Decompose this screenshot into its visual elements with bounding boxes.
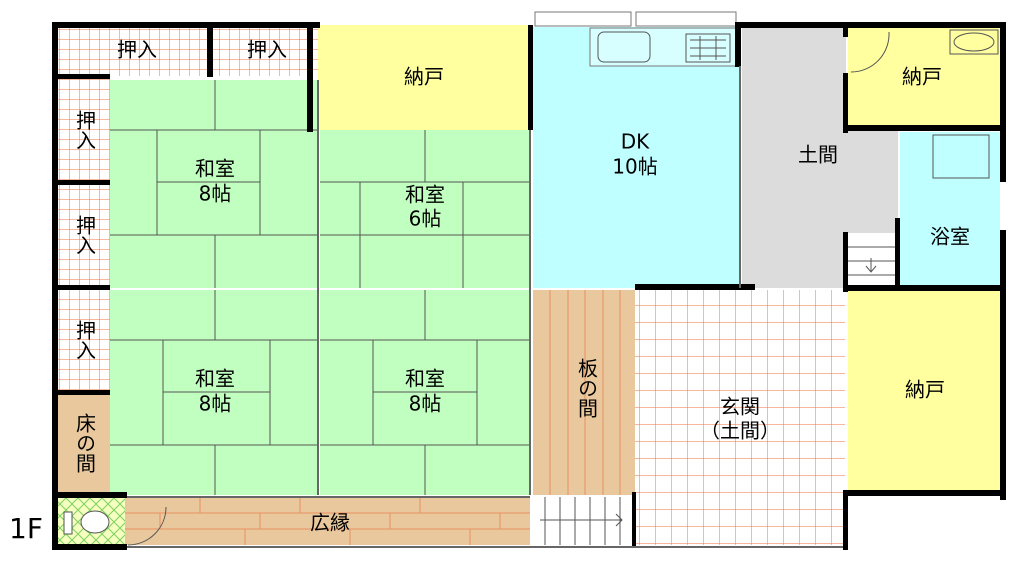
veranda-corridor xyxy=(125,497,530,546)
wooden-floor-room xyxy=(533,290,635,495)
label-genkan: 玄関 xyxy=(720,395,760,419)
label-storage-ne: 納戸 xyxy=(902,65,942,89)
label-washitsu-ne: 和室 xyxy=(405,183,445,207)
toilet-icon xyxy=(80,510,110,534)
label-closet-top-2: 押入 xyxy=(247,38,287,62)
label-itanoma: 板の間 xyxy=(575,358,599,418)
closet-top-1 xyxy=(57,25,215,76)
label-washitsu-ne-size: 6帖 xyxy=(409,207,442,231)
label-closet-left-2: 押入 xyxy=(73,215,97,255)
label-washitsu-sw-size: 8帖 xyxy=(199,392,232,416)
label-washitsu-se-size: 8帖 xyxy=(409,392,442,416)
dining-kitchen xyxy=(533,11,740,288)
label-bathroom: 浴室 xyxy=(930,225,970,249)
closet-left-1 xyxy=(57,76,110,182)
stairs-lower xyxy=(530,497,635,545)
label-tokonoma: 床の間 xyxy=(73,413,97,473)
earth-floor-area xyxy=(742,27,898,288)
closet-left-3 xyxy=(57,288,110,393)
tokonoma-area xyxy=(57,393,110,495)
label-washitsu-se: 和室 xyxy=(405,367,445,391)
stove-icon xyxy=(685,33,731,63)
label-storage-top: 納戸 xyxy=(404,65,444,89)
label-closet-left-3: 押入 xyxy=(73,320,97,360)
room-labels: 押入 押入 納戸 押入 押入 押入 床の間 和室 8帖 和室 6帖 和室 8帖 … xyxy=(9,38,970,546)
tatami-room-se xyxy=(320,290,530,495)
tatami-room-nw xyxy=(110,80,318,288)
label-closet-left-1: 押入 xyxy=(73,110,97,150)
storage-top xyxy=(318,25,530,130)
label-washitsu-sw: 和室 xyxy=(195,367,235,391)
label-storage-se: 納戸 xyxy=(905,378,945,402)
label-hiroen: 広縁 xyxy=(310,511,350,535)
bathtub-icon xyxy=(932,134,990,179)
label-doma: 土間 xyxy=(798,143,838,167)
bathroom-area xyxy=(900,132,1000,285)
label-genkan-sub: （土間） xyxy=(700,419,780,443)
walls xyxy=(52,22,1006,550)
entrance-area xyxy=(635,290,845,545)
tatami-room-sw xyxy=(110,290,318,495)
label-dk-size: 10帖 xyxy=(612,155,657,179)
closet-top-2 xyxy=(215,25,318,76)
label-closet-top-1: 押入 xyxy=(117,38,157,62)
closet-left-2 xyxy=(57,182,110,288)
label-washitsu-nw-size: 8帖 xyxy=(199,182,232,206)
toilet-area xyxy=(57,497,125,547)
floor-label: 1F xyxy=(9,512,43,545)
label-dk: DK xyxy=(621,130,650,154)
washbasin-icon xyxy=(953,32,995,52)
storage-se xyxy=(848,290,1002,495)
tatami-room-ne xyxy=(320,130,530,288)
storage-ne xyxy=(848,27,1000,128)
sink-icon xyxy=(597,31,651,63)
label-washitsu-nw: 和室 xyxy=(195,157,235,181)
